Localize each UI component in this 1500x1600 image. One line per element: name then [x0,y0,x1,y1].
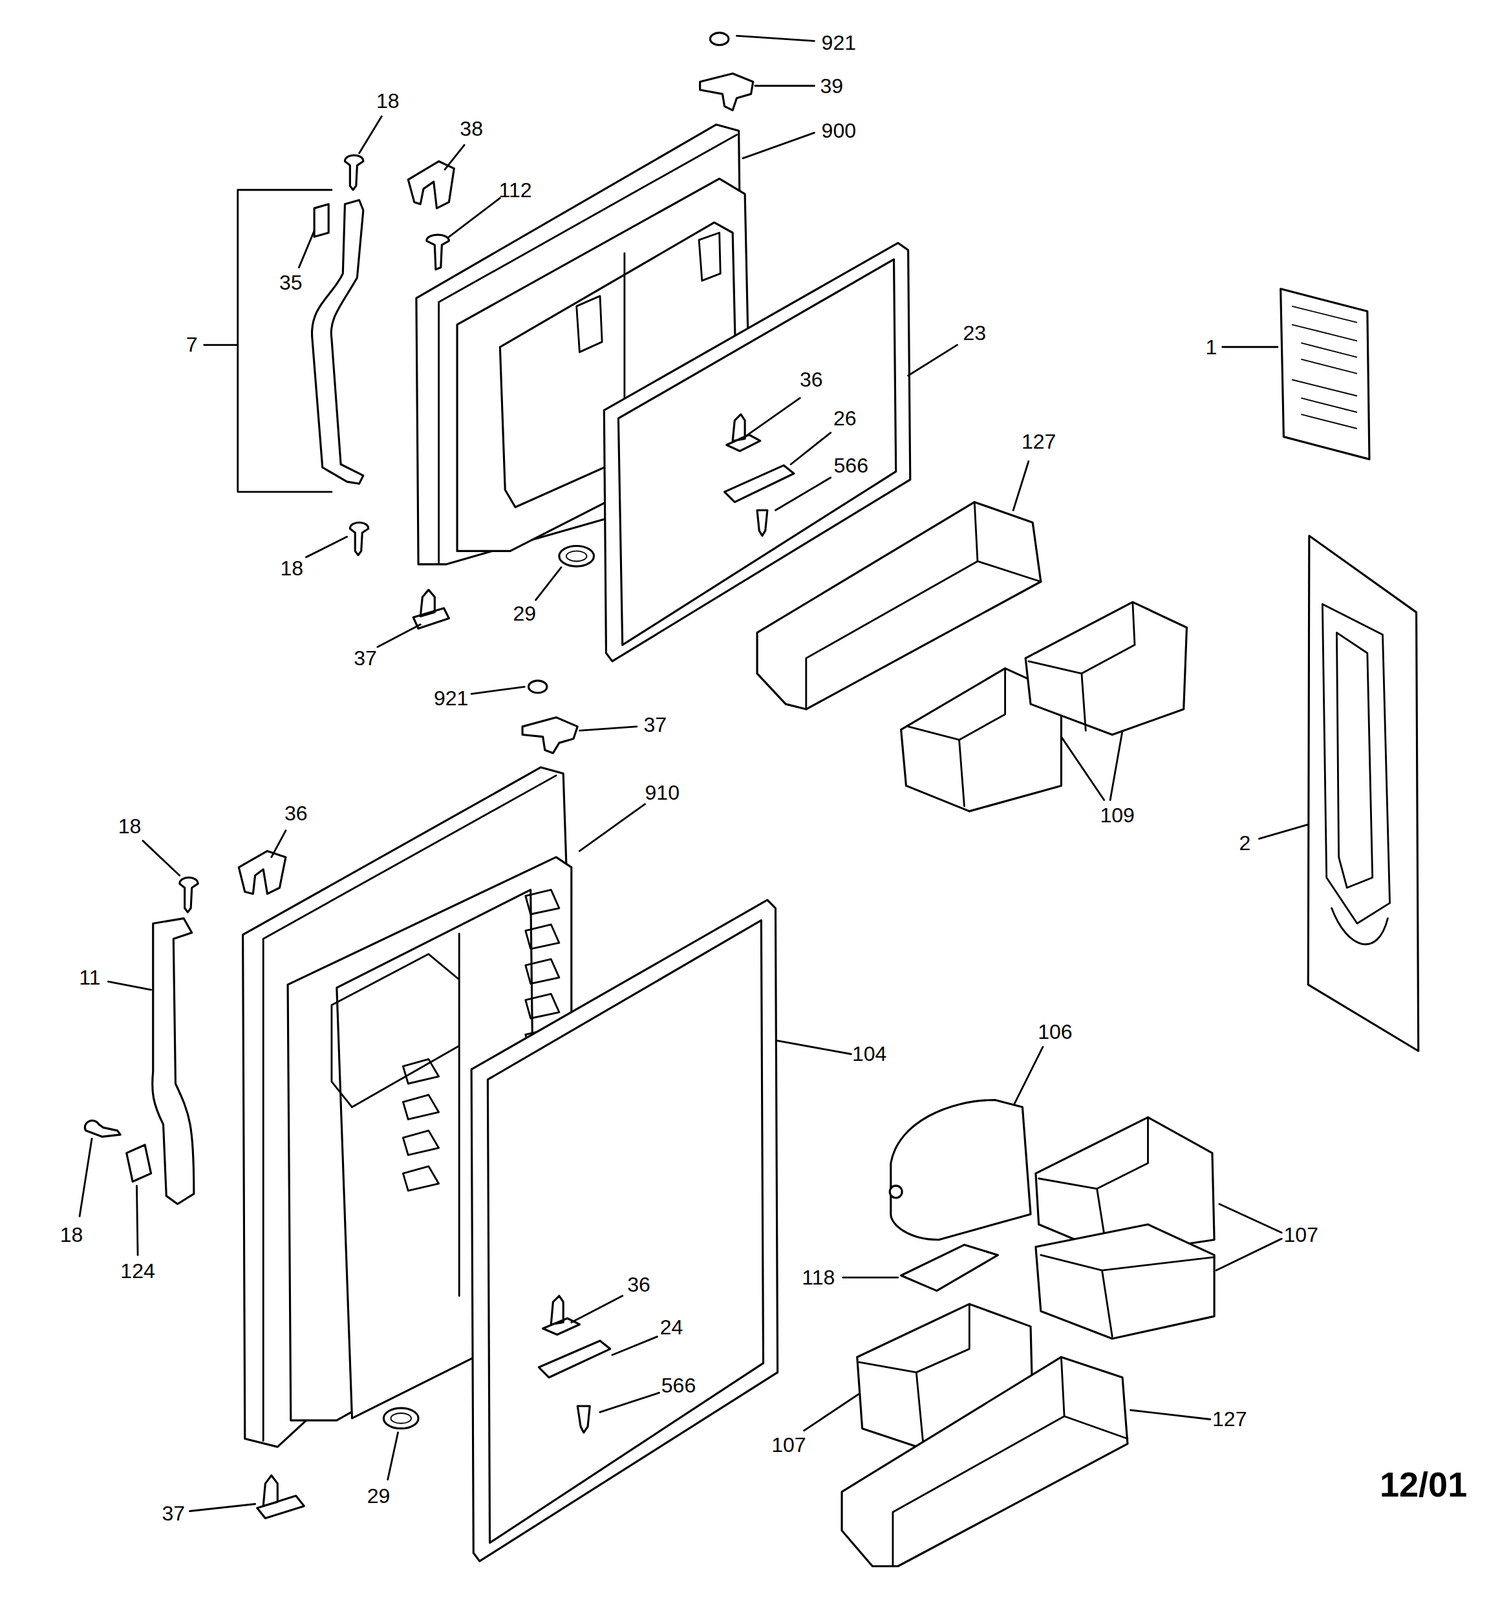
callout-number: 37 [162,1503,186,1524]
callout-number: 36 [799,369,824,390]
callout-number: 39 [819,75,844,97]
callout-number: 23 [962,322,986,344]
callout-number: 37 [353,647,377,669]
callout-number: 1 [1205,336,1217,358]
callout-number: 124 [120,1260,155,1282]
callout-number: 37 [643,714,667,736]
manual [1280,289,1370,460]
callout-number: 566 [834,455,869,476]
callout-number: 109 [1099,804,1135,826]
callout-number: 11 [78,967,101,988]
callout-number: 18 [60,1224,84,1246]
callout-number: 26 [833,407,857,429]
callout-number: 112 [498,179,532,201]
callout-number: 107 [1284,1224,1319,1246]
callout-number: 18 [118,815,142,837]
date-code: 12/01 [1379,1467,1468,1502]
callout-number: 566 [661,1375,696,1396]
callout-number: 106 [1037,1021,1072,1043]
callout-number: 29 [512,603,536,624]
callout-number: 38 [459,118,483,140]
callout-number: 24 [660,1317,684,1338]
callout-number: 35 [279,272,303,293]
callout-number: 36 [627,1274,651,1296]
callout-number: 29 [367,1485,391,1507]
leader-lines [79,35,1308,1511]
callout-number: 107 [771,1434,806,1456]
callout-number: 127 [1212,1408,1247,1430]
callout-number: 921 [433,687,469,709]
door-panel [1307,535,1418,1052]
callout-number: 118 [801,1267,835,1288]
callout-number: 18 [280,557,304,579]
callout-number: 921 [821,32,857,54]
handle [312,200,364,485]
callout-number: 2 [1239,832,1252,854]
callout-number: 7 [186,334,198,355]
callout-number: 127 [1021,431,1056,452]
callout-number: 18 [376,90,400,112]
callout-number: 36 [284,803,308,824]
callout-number: 104 [852,1043,887,1065]
callout-number: 910 [645,782,680,804]
callout-number: 900 [821,120,857,141]
